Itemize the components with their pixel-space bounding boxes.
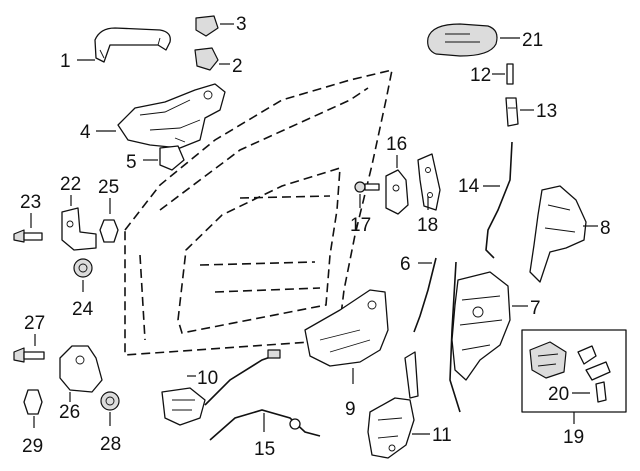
callout-29: 29 (22, 436, 43, 457)
part-29-nut (23, 389, 43, 415)
part-5-lever (159, 145, 185, 171)
part-25-hinge-nut (99, 219, 119, 243)
part-14-rod (485, 141, 513, 259)
callout-4: 4 (80, 122, 91, 143)
callout-5: 5 (126, 152, 137, 173)
part-10-motor (161, 349, 281, 426)
callout-26: 26 (59, 402, 80, 423)
part-8-cover (529, 185, 587, 283)
part-15-release-cable (209, 409, 321, 441)
callout-7: 7 (530, 298, 541, 319)
part-3-handle-cap (195, 15, 219, 37)
part-1-outside-handle (94, 27, 171, 63)
part-24-plug (73, 258, 93, 278)
part-26-check-arm (59, 345, 103, 393)
callout-2: 2 (232, 56, 243, 77)
part-9-inside-handle (304, 289, 389, 367)
part-27-bolt (13, 347, 45, 363)
part-2-cylinder-clip (194, 47, 219, 71)
part-21-key-fob (427, 23, 498, 57)
callout-13: 13 (536, 101, 557, 122)
callout-10: 10 (197, 368, 218, 389)
callout-25: 25 (98, 177, 119, 198)
part-18-plate (417, 153, 441, 211)
callout-12: 12 (470, 65, 491, 86)
callout-17: 17 (350, 215, 371, 236)
callout-14: 14 (458, 176, 480, 197)
callout-28: 28 (100, 434, 121, 455)
part-7-latch (449, 261, 511, 413)
callout-18: 18 (417, 215, 438, 236)
part-11-lower-bracket (367, 351, 419, 459)
callout-11: 11 (432, 425, 452, 446)
part-16-bracket (385, 169, 409, 215)
part-13-lock-cylinder (505, 97, 519, 127)
callout-8: 8 (600, 218, 611, 239)
part-23-hinge-bolt (13, 229, 43, 243)
callout-16: 16 (386, 134, 407, 155)
part-4-handle-carrier (117, 83, 226, 149)
callout-9: 9 (345, 399, 356, 420)
callout-19: 19 (563, 427, 584, 448)
part-12-key-blade (506, 63, 514, 85)
callout-21: 21 (522, 30, 543, 51)
part-28-grommet (100, 391, 120, 411)
callout-1: 1 (60, 51, 71, 72)
part-17-bolt (354, 181, 380, 193)
part-19-lock-kit (521, 329, 627, 413)
callout-23: 23 (20, 192, 41, 213)
callout-24: 24 (72, 299, 94, 320)
callout-20: 20 (548, 384, 569, 405)
callout-27: 27 (24, 313, 45, 334)
callout-3: 3 (236, 14, 247, 35)
part-6-cable (413, 257, 437, 333)
callout-15: 15 (254, 439, 275, 460)
callout-6: 6 (400, 254, 411, 275)
part-22-hinge (61, 207, 97, 251)
callout-22: 22 (60, 174, 81, 195)
